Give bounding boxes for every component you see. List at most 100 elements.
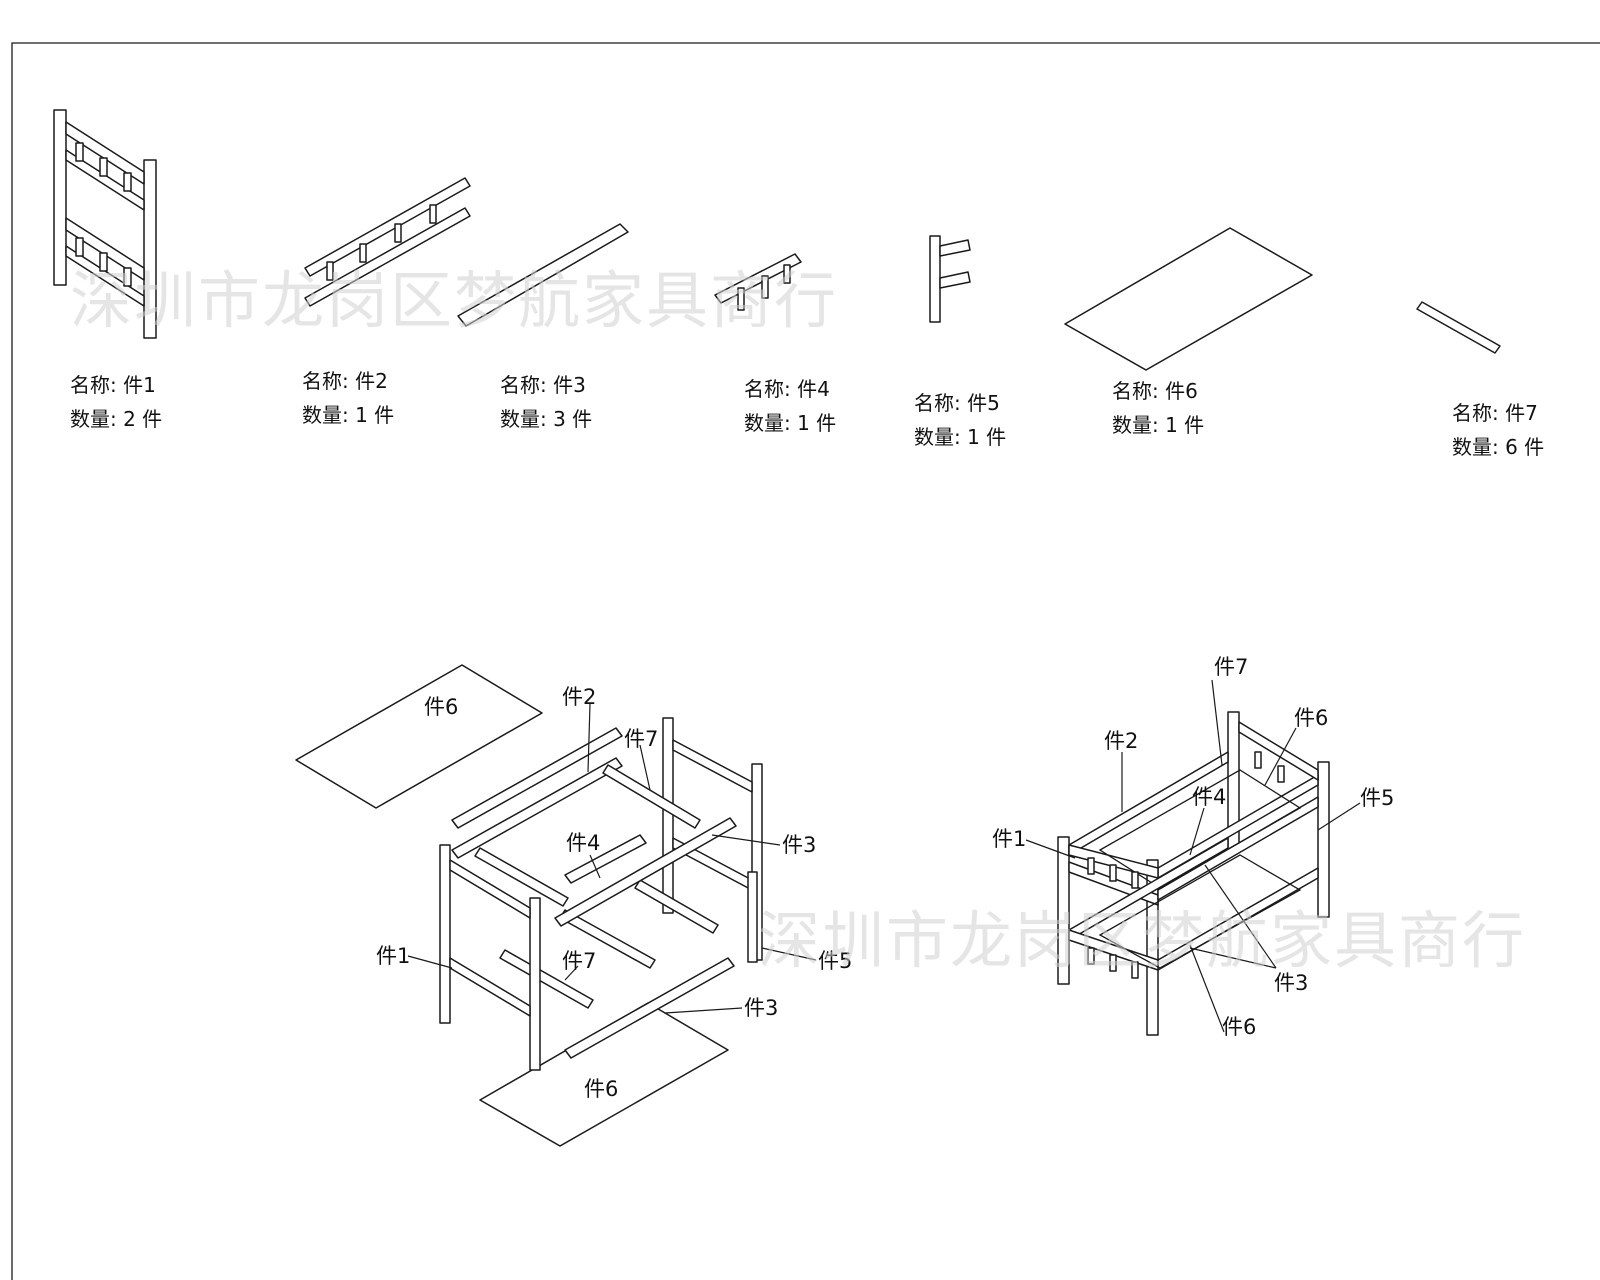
frame-spindle [99, 252, 108, 272]
assembled-post [1146, 859, 1159, 1036]
exploded-side-rail [451, 757, 623, 859]
part-name: 名称: 件4 [744, 377, 830, 401]
leader-line [564, 965, 579, 981]
part-label-4: 名称: 件4 数量: 1 件 [744, 372, 836, 440]
assembled-spindle [1109, 864, 1117, 882]
part-qty: 数量: 1 件 [744, 411, 837, 435]
exploded-long-rail-3 [554, 817, 737, 927]
part-name: 名称: 件3 [500, 373, 586, 397]
short-rail-bar [714, 253, 802, 304]
assembled-top-panel [1098, 769, 1302, 889]
sheet-border [11, 42, 1600, 1280]
assembled-post [1057, 836, 1070, 985]
part-4-short-rail [714, 253, 802, 311]
callout-label: 件6 [584, 1077, 618, 1101]
leader-line [1317, 802, 1361, 831]
post-tenon [939, 271, 971, 289]
part-qty: 数量: 1 件 [302, 403, 395, 427]
part-qty: 数量: 1 件 [1112, 413, 1205, 437]
frame-top-rail-lower [65, 149, 145, 211]
callout-label: 件6 [1294, 706, 1328, 730]
part-name: 名称: 件5 [914, 391, 1000, 415]
watermark-text: 深圳市龙岗区梦航家具商行 [758, 904, 1526, 977]
assembled-top-rail [1238, 721, 1319, 781]
callout-label: 件3 [744, 996, 778, 1020]
assembled-view: 件7 件2 件6 件4 件5 件1 件3 件6 [992, 655, 1394, 1039]
exploded-front-rail [449, 957, 531, 1017]
frame-spindle [123, 267, 132, 287]
leader-line [664, 1007, 743, 1014]
part-7-bar [1416, 301, 1501, 354]
part-qty: 数量: 2 件 [70, 407, 163, 431]
post-body [929, 235, 941, 323]
assembled-spindle [1087, 857, 1095, 875]
frame-mid-rail-lower [65, 245, 145, 307]
callout-label: 件4 [566, 831, 600, 855]
frame-spindle [75, 237, 84, 257]
callout-label: 件6 [1222, 1015, 1256, 1039]
part-5-post [929, 235, 971, 323]
exploded-front-post [439, 844, 451, 1024]
frame-spindle [75, 142, 84, 162]
part-3-long-rail [457, 223, 629, 327]
part-qty: 数量: 3 件 [500, 407, 593, 431]
frame-post-right [143, 159, 157, 339]
exploded-long-rail-3 [564, 957, 735, 1059]
rail-spindle [326, 261, 334, 281]
leader-line [587, 703, 591, 773]
assembled-spindle [1131, 871, 1139, 889]
callout-label: 件5 [1360, 786, 1394, 810]
short-rail-leg [783, 264, 791, 284]
frame-spindle [99, 157, 108, 177]
part-label-3: 名称: 件3 数量: 3 件 [500, 368, 592, 436]
part-label-6: 名称: 件6 数量: 1 件 [1112, 374, 1204, 442]
leader-line [1204, 864, 1277, 969]
part-6-panel [1064, 227, 1313, 371]
leader-line [1025, 839, 1076, 859]
part-name: 名称: 件6 [1112, 379, 1198, 403]
rail-spindle [429, 204, 437, 224]
rail-spindle [394, 223, 402, 243]
leader-line [1189, 807, 1205, 856]
part-label-2: 名称: 件2 数量: 1 件 [302, 364, 394, 432]
exploded-front-post [529, 897, 541, 1071]
callout-label: 件3 [782, 833, 816, 857]
exploded-view: 件6 件2 件7 件4 件3 件1 件7 件5 件3 件6 [295, 664, 852, 1147]
callout-label: 件3 [1274, 971, 1308, 995]
exploded-bar-7 [474, 847, 569, 907]
frame-post-left [53, 109, 67, 286]
callout-label: 件2 [1104, 729, 1138, 753]
assembled-spindle [1109, 954, 1117, 972]
frame-mid-rail [65, 217, 145, 281]
exploded-top-panel [295, 664, 543, 809]
part-label-1: 名称: 件1 数量: 2 件 [70, 368, 162, 436]
frame-spindle [123, 172, 132, 192]
exploded-bar-7 [602, 764, 701, 829]
rail-lower [304, 207, 471, 307]
part-name: 名称: 件7 [1452, 401, 1538, 425]
assembled-spindle [1277, 765, 1285, 783]
exploded-post-5 [747, 871, 758, 963]
part-label-5: 名称: 件5 数量: 1 件 [914, 386, 1006, 454]
post-tenon [939, 239, 971, 257]
callout-label: 件7 [1214, 655, 1248, 679]
exploded-bottom-panel [479, 1002, 729, 1147]
leader-line [711, 834, 781, 846]
leader-line [1211, 679, 1223, 766]
leader-line [407, 955, 453, 969]
leader-line [1189, 947, 1277, 969]
exploded-bar-7 [634, 879, 719, 934]
part-name: 名称: 件2 [302, 369, 388, 393]
frame-top-rail [65, 121, 145, 185]
assembled-spindle [1254, 751, 1262, 769]
leader-line [1264, 727, 1297, 786]
part-name: 名称: 件1 [70, 373, 156, 397]
part-2-side-rail [304, 177, 471, 307]
leader-line [761, 947, 817, 961]
callout-label: 件6 [424, 695, 458, 719]
rail-spindle [359, 243, 367, 263]
exploded-rear-rail [672, 739, 753, 793]
short-rail-leg [737, 287, 745, 311]
